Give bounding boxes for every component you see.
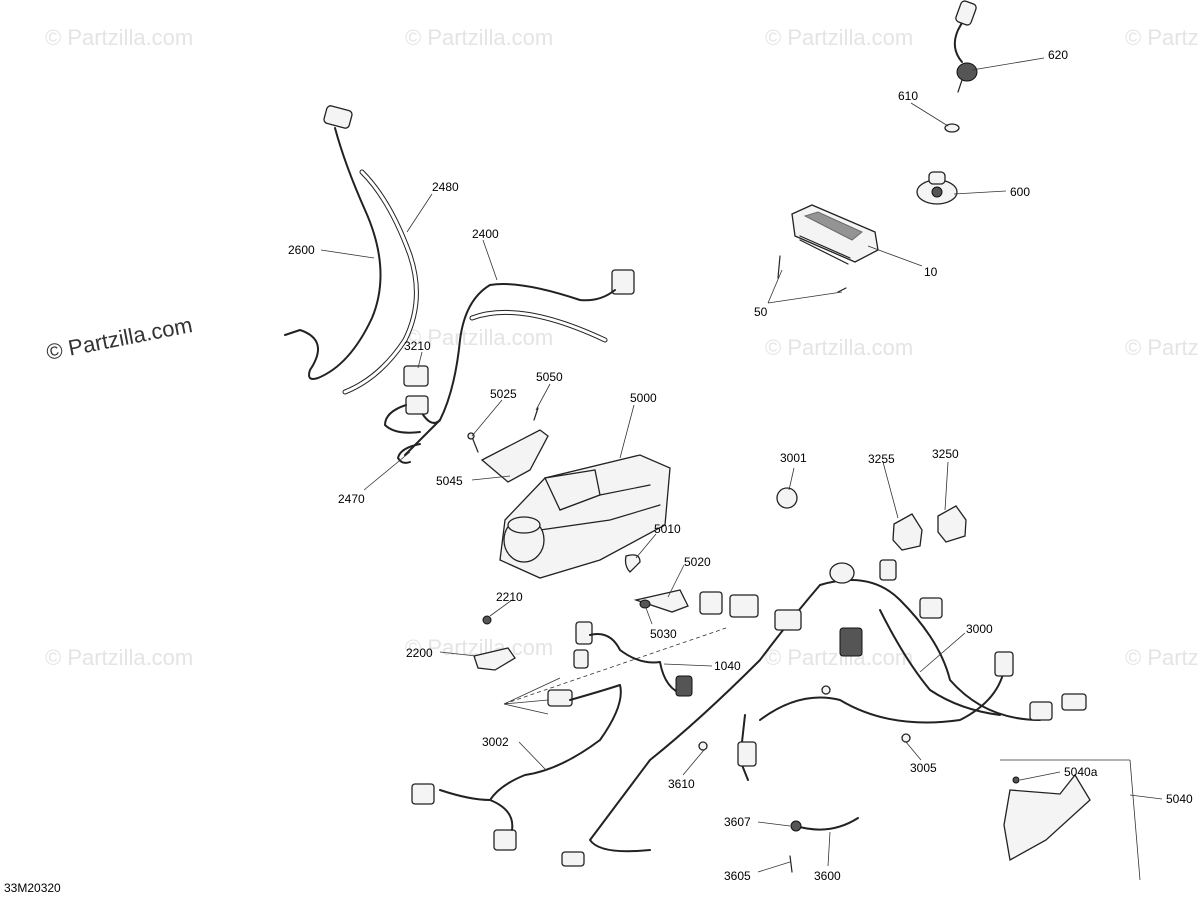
part-drawings [284,0,1091,873]
watermark: © Partzilla.com [765,645,913,670]
sensor-600-icon [916,171,958,205]
callout-label-3005: 3005 [910,761,937,775]
screw-3005-icon [901,733,911,743]
leader-lines [320,57,1163,881]
harness-2400-icon [404,269,635,456]
sensor-2200-icon [473,647,516,671]
bracket-5040-icon [1003,773,1091,862]
callout-label-3607: 3607 [724,815,751,829]
harness-2600-icon [284,105,382,380]
callout-label-5050: 5050 [536,370,563,384]
callout-label-3002: 3002 [482,735,509,749]
callout-label-5040a: 5040a [1064,765,1098,779]
box-5000-icon [499,454,671,579]
callout-label-5025: 5025 [490,387,517,401]
watermark-layer: © Partzilla.com © Partzilla.com © Partzi… [44,25,1200,670]
callout-label-3255: 3255 [868,452,895,466]
watermark: © Partzilla.com [405,25,553,50]
strap-3600-icon [795,817,859,831]
nut-2210-icon [482,615,492,625]
nut-5040a-icon [1012,776,1020,784]
watermark: © Partzilla.com [45,645,193,670]
callout-label-3210: 3210 [404,339,431,353]
callout-label-5040: 5040 [1166,792,1193,806]
callout-label-2400: 2400 [472,227,499,241]
callout-label-2480: 2480 [432,180,459,194]
callout-label-10: 10 [924,265,938,279]
bolt-3605-icon [789,855,793,873]
callout-label-3605: 3605 [724,869,751,883]
harness-3002-icon [411,684,622,851]
bracket-5020-icon [633,589,689,613]
watermark: © Partzilla.com [1125,645,1200,670]
watermark: © Partzilla.com [765,335,913,360]
diagram-code: 33M20320 [4,881,61,895]
watermark: © Partzilla.com [765,25,913,50]
callout-label-2200: 2200 [406,646,433,660]
callout-label-3000: 3000 [966,622,993,636]
callout-label-3001: 3001 [780,451,807,465]
connector-3001-icon [776,487,798,509]
callout-label-5045: 5045 [436,474,463,488]
callout-label-5030: 5030 [650,627,677,641]
screw-5050-icon [533,407,539,421]
connector-3210-icon [405,395,429,415]
screw-3610-icon [698,741,708,751]
callout-label-3250: 3250 [932,447,959,461]
callout-label-600: 600 [1010,185,1030,199]
sensor-620-icon [953,0,978,93]
callout-label-620: 620 [1048,48,1068,62]
relay-3250-icon [937,505,967,543]
callout-label-3610: 3610 [668,777,695,791]
harness-1040-icon [573,621,693,697]
wire-2470-icon [397,443,421,464]
connector-3210-icon [403,365,429,387]
watermark: © Partzilla.com [405,325,553,350]
callout-label-50: 50 [754,305,768,319]
callout-label-610: 610 [898,89,918,103]
nut-3607-icon [790,820,802,832]
callout-label-2600: 2600 [288,243,315,257]
relay-3255-icon [892,513,923,551]
callout-labels: 620 610 600 10 50 2480 2600 2400 3210 24… [288,48,1193,883]
callout-label-2210: 2210 [496,590,523,604]
screw-50-icon [837,287,847,293]
screw-50-icon [777,255,781,279]
module-10-icon [791,204,879,265]
nut-610-icon [944,123,960,133]
callout-label-5000: 5000 [630,391,657,405]
screw-5025-icon [471,436,479,453]
callout-label-1040: 1040 [714,659,741,673]
watermark: © Partzilla.com [45,25,193,50]
watermark: © Partzilla.com [1125,25,1200,50]
nut-5030-icon [639,599,651,609]
callout-label-5020: 5020 [684,555,711,569]
clip-5010-icon [624,554,641,573]
tube-2480-icon [342,169,419,395]
watermark: © Partzilla.com [1125,335,1200,360]
callout-label-2470: 2470 [338,492,365,506]
callout-label-3600: 3600 [814,869,841,883]
harness-3000-icon [561,559,1087,867]
callout-label-5010: 5010 [654,522,681,536]
watermark-prominent: © Partzilla.com [44,312,194,365]
bracket-5045-icon [480,429,549,483]
